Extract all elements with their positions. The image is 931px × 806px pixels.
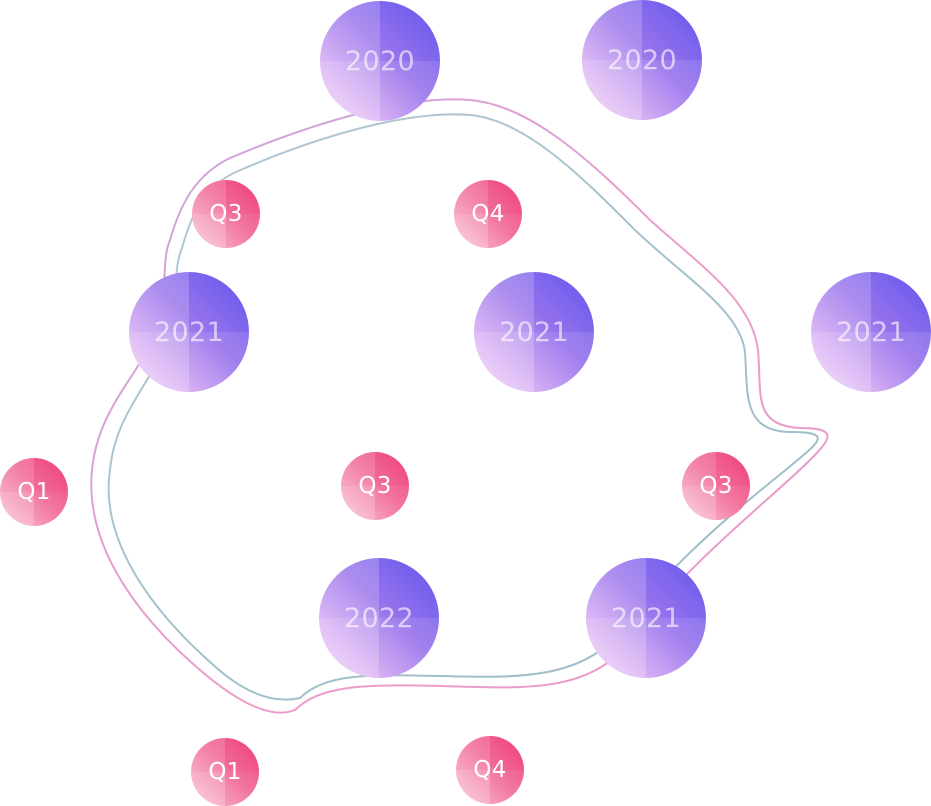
year-node-2021-middle-left[interactable]: 2021 [129,272,249,392]
year-node-2021-middle-center[interactable]: 2021 [474,272,594,392]
year-node-label: 2021 [836,316,906,348]
year-node-2020-top-left[interactable]: 2020 [320,1,440,121]
year-node-2020-top-right[interactable]: 2020 [582,0,702,120]
quarter-node-label: Q4 [471,200,505,227]
quarter-node-label: Q3 [358,472,392,499]
quarter-node-q3-upper-left[interactable]: Q3 [192,180,260,248]
quarter-node-q1-far-left[interactable]: Q1 [0,458,68,526]
quarter-node-label: Q3 [209,200,243,227]
year-node-label: 2020 [607,44,677,76]
year-node-label: 2021 [611,602,681,634]
quarter-node-q4-bottom-center[interactable]: Q4 [456,736,524,804]
quarter-node-label: Q4 [473,756,507,783]
year-node-2022-lower-left[interactable]: 2022 [319,558,439,678]
quarter-node-label: Q3 [699,472,733,499]
quarter-node-q1-bottom-left[interactable]: Q1 [191,738,259,806]
year-node-label: 2021 [154,316,224,348]
year-node-2021-lower-right[interactable]: 2021 [586,558,706,678]
quarter-node-label: Q1 [17,478,51,505]
quarter-node-q4-upper-center[interactable]: Q4 [454,180,522,248]
year-node-label: 2020 [345,45,415,77]
year-node-label: 2021 [499,316,569,348]
quarter-node-label: Q1 [208,758,242,785]
year-node-2021-middle-right[interactable]: 2021 [811,272,931,392]
year-node-label: 2022 [344,602,414,634]
quarter-node-q3-center[interactable]: Q3 [341,452,409,520]
quarter-node-q3-right[interactable]: Q3 [682,452,750,520]
